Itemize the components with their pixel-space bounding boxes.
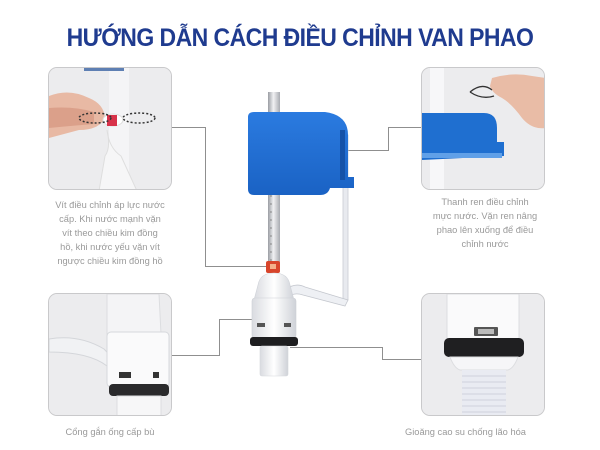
caption-line: Cổng gắn ống cấp bù: [65, 427, 155, 437]
caption-line: Gioăng cao su chống lão hóa: [405, 427, 526, 437]
callout-panel-rubber-gasket: [421, 293, 545, 416]
page-title: HƯỚNG DẪN CÁCH ĐIỀU CHỈNH VAN PHAO: [66, 24, 534, 52]
caption-line: mực nước. Vặn ren nâng: [432, 211, 538, 221]
callout-panel-threaded-rod: [421, 67, 545, 190]
callout-panel-pressure-screw: [48, 67, 172, 190]
caption-line: hồ, khi nước yếu vặn vít: [60, 242, 160, 252]
caption-rubber-gasket: Gioăng cao su chống lão hóa: [405, 425, 565, 439]
hand-turning-rod-icon: [422, 68, 544, 189]
hand-turning-screw-icon: [49, 68, 171, 189]
fill-valve-illustration: [230, 85, 380, 385]
caption-line: Thanh ren điều chỉnh: [441, 197, 529, 207]
caption-line: vít theo chiều kim đồng: [62, 228, 158, 238]
caption-pressure-screw: Vít điều chỉnh áp lực nước cấp. Khi nước…: [20, 198, 200, 268]
caption-threaded-rod: Thanh ren điều chỉnh mực nước. Vặn ren n…: [405, 195, 565, 251]
fill-valve-icon: [248, 92, 354, 377]
caption-supply-port: Cổng gắn ống cấp bù: [20, 425, 200, 439]
caption-line: phao lên xuống để điều: [436, 225, 534, 235]
caption-line: Vít điều chỉnh áp lực nước: [55, 200, 165, 210]
valve-rubber-gasket-icon: [422, 294, 544, 415]
callout-panel-supply-port: [48, 293, 172, 416]
valve-inlet-port-icon: [49, 294, 171, 415]
caption-line: cấp. Khi nước mạnh vặn: [59, 214, 161, 224]
caption-line: ngược chiều kim đồng hồ: [57, 256, 163, 266]
caption-line: chỉnh nước: [461, 239, 509, 249]
